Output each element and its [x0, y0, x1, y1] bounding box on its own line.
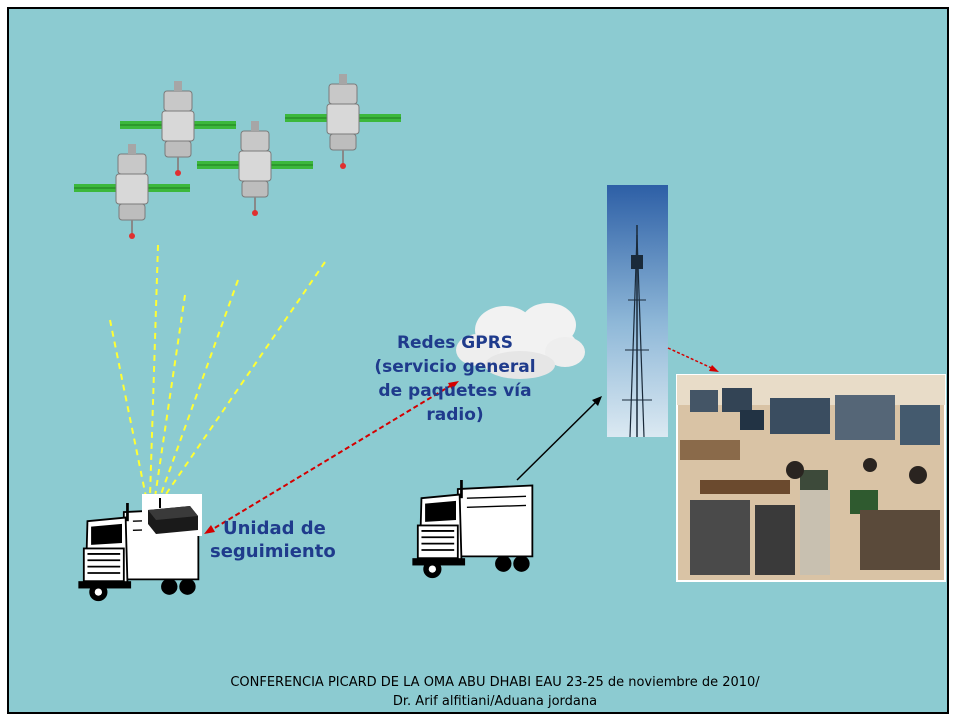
data-link-arrowhead-left	[204, 525, 215, 534]
gprs-label-line: (servicio general	[374, 357, 535, 377]
gprs-label-line: Redes GPRS	[397, 333, 513, 353]
truck-to-tower-arrowhead	[592, 396, 602, 406]
tracking-unit-label-line: seguimiento	[210, 541, 336, 562]
gps-signal-lines	[109, 244, 326, 498]
gprs-label: Redes GPRS (servicio general de paquetes…	[374, 333, 535, 425]
tracking-unit-icon	[142, 494, 202, 536]
footer: CONFERENCIA PICARD DE LA OMA ABU DHABI E…	[230, 675, 760, 709]
tower-link-arrow	[667, 347, 717, 371]
data-link-arrow	[207, 382, 456, 533]
communication-tower	[607, 185, 668, 438]
gprs-label-line: de paquetes vía	[378, 381, 531, 401]
truck-to-tower-arrow	[516, 399, 599, 481]
gprs-cloud	[456, 303, 585, 379]
tracking-unit-label: Unidad de seguimiento	[210, 518, 336, 562]
tracking-unit-label-line: Unidad de	[223, 518, 326, 539]
footer-line-2: Dr. Arif alfitiani/Aduana jordana	[393, 694, 597, 709]
control-center-photo	[676, 374, 946, 582]
gprs-label-line: radio)	[426, 405, 483, 425]
data-link-arrowhead-right	[448, 381, 459, 390]
footer-line-1: CONFERENCIA PICARD DE LA OMA ABU DHABI E…	[230, 675, 760, 690]
tower-link-arrowhead	[709, 365, 719, 372]
